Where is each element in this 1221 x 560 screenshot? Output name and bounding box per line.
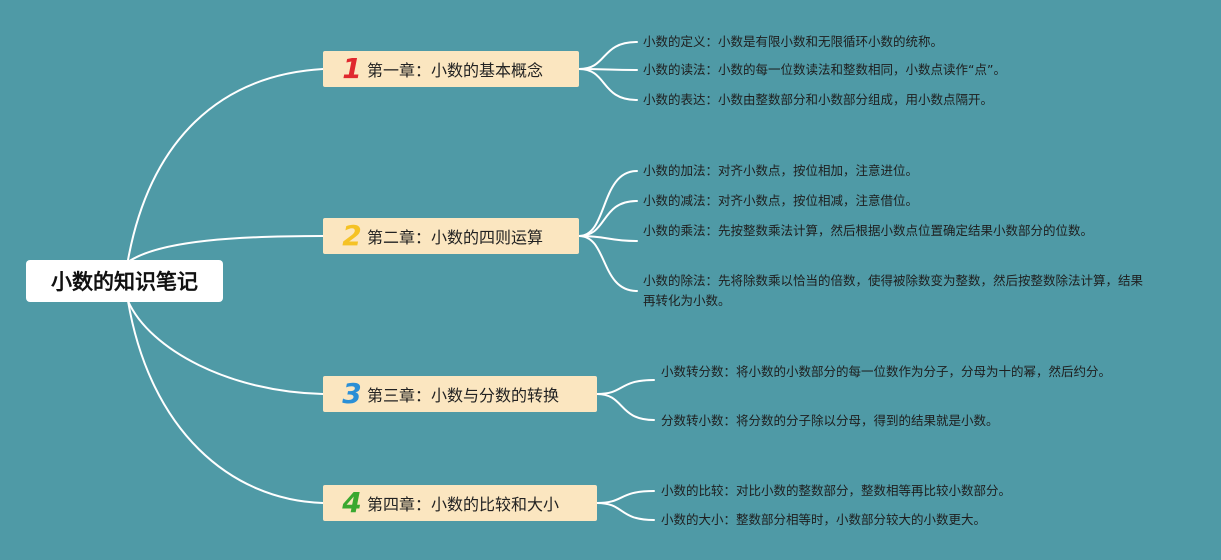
link-root-ch1: [127, 68, 324, 261]
link-root-ch4: [127, 300, 324, 504]
chapter-number: 1: [342, 52, 362, 85]
chapter-number: 3: [342, 377, 362, 410]
chapter-3-item-1[interactable]: 小数转分数：将小数的小数部分的每一位数作为分子，分母为十的幂，然后约分。: [661, 364, 1112, 379]
chapter-2-item-2[interactable]: 小数的减法：对齐小数点，按位相减，注意借位。: [643, 193, 919, 208]
link-ch4-item2: [596, 502, 655, 521]
link-root-ch3: [127, 300, 324, 395]
link-ch1-item3: [578, 68, 638, 101]
chapter-4-item-2[interactable]: 小数的大小：整数部分相等时，小数部分较大的小数更大。: [661, 512, 987, 527]
chapter-1-item-3[interactable]: 小数的表达：小数由整数部分和小数部分组成，用小数点隔开。: [643, 92, 994, 107]
chapter-number: 4: [342, 486, 362, 519]
chapter-4-item-1[interactable]: 小数的比较：对比小数的整数部分，整数相等再比较小数部分。: [661, 483, 1012, 498]
root-topic[interactable]: 小数的知识笔记: [26, 260, 223, 302]
chapter-1-item-2[interactable]: 小数的读法：小数的每一位数读法和整数相同，小数点读作“点”。: [643, 62, 1006, 77]
chapter-label: 第四章：小数的比较和大小: [367, 495, 560, 514]
link-ch2-item2: [578, 200, 638, 237]
chapter-2-item-4[interactable]: 小数的除法：先将除数乘以恰当的倍数，使得被除数变为整数，然后按整数除法计算，结果…: [643, 273, 1144, 308]
link-ch3-item1: [596, 379, 655, 395]
link-ch3-item2: [596, 393, 655, 421]
chapter-label: 第一章：小数的基本概念: [367, 61, 544, 80]
link-ch1-item1: [578, 41, 638, 70]
chapter-label: 第二章：小数的四则运算: [367, 228, 544, 247]
chapter-2-topic[interactable]: 2 第二章：小数的四则运算: [323, 218, 579, 254]
link-ch2-item4: [578, 235, 638, 292]
link-ch2-item1: [578, 170, 638, 237]
chapter-2-item-3[interactable]: 小数的乘法：先按整数乘法计算，然后根据小数点位置确定结果小数部分的位数。: [643, 223, 1094, 238]
chapter-3-topic[interactable]: 3 第三章：小数与分数的转换: [323, 376, 597, 412]
link-ch4-item1: [596, 490, 655, 504]
link-root-ch2: [127, 235, 324, 263]
chapter-3-item-2[interactable]: 分数转小数：将分数的分子除以分母，得到的结果就是小数。: [661, 413, 999, 428]
chapter-1-item-1[interactable]: 小数的定义：小数是有限小数和无限循环小数的统称。: [643, 34, 944, 49]
chapter-number: 2: [342, 219, 362, 252]
chapter-2-item-1[interactable]: 小数的加法：对齐小数点，按位相加，注意进位。: [643, 163, 919, 178]
chapter-1-topic[interactable]: 1 第一章：小数的基本概念: [323, 51, 579, 87]
chapter-4-topic[interactable]: 4 第四章：小数的比较和大小: [323, 485, 597, 521]
chapter-label: 第三章：小数与分数的转换: [367, 386, 560, 405]
